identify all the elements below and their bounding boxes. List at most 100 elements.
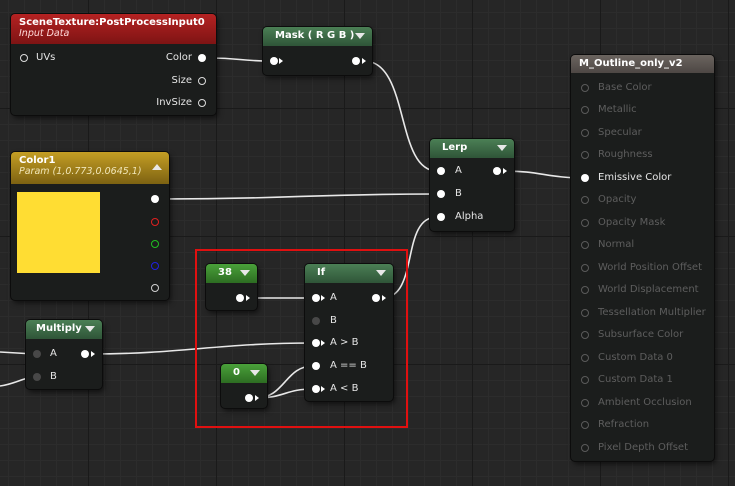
- scene-texture-invsize-pin[interactable]: [198, 99, 206, 107]
- scene-texture-uvs-label: UVs: [36, 52, 56, 63]
- material-label-refraction: Refraction: [598, 419, 650, 430]
- material-label-pixel-depth-offset: Pixel Depth Offset: [598, 442, 688, 453]
- multiply-header[interactable]: Multiply: [26, 320, 102, 339]
- material-pin-ambient-occlusion[interactable]: [581, 399, 589, 407]
- scene-texture-size-pin[interactable]: [198, 77, 206, 85]
- scene-texture-color-pin[interactable]: [198, 54, 206, 62]
- material-label-tessellation-multiplier: Tessellation Multiplier: [598, 307, 706, 318]
- lerp-b-pin[interactable]: [437, 190, 445, 198]
- color1-b-pin[interactable]: [151, 262, 159, 270]
- material-pin-roughness[interactable]: [581, 151, 589, 159]
- material-pin-metallic[interactable]: [581, 106, 589, 114]
- lerp-alpha-pin[interactable]: [437, 213, 445, 221]
- color1-a-pin[interactable]: [151, 284, 159, 292]
- scene-texture-size-label: Size: [171, 75, 192, 86]
- multiply-output-pin[interactable]: [81, 350, 89, 358]
- multiply-collapse-icon[interactable]: [85, 326, 95, 332]
- material-pin-emissive-color[interactable]: [581, 174, 589, 182]
- material-pin-base-color[interactable]: [581, 84, 589, 92]
- material-pin-specular[interactable]: [581, 129, 589, 137]
- if-agtb-label: A > B: [330, 337, 359, 348]
- material-label-world-position-offset: World Position Offset: [598, 262, 702, 273]
- multiply-a-label: A: [50, 348, 57, 359]
- if-node[interactable]: If A B A > B A == B A < B: [305, 264, 393, 401]
- material-pin-custom-data-0[interactable]: [581, 354, 589, 362]
- material-pin-normal[interactable]: [581, 241, 589, 249]
- material-pin-custom-data-1[interactable]: [581, 376, 589, 384]
- material-pin-tessellation-multiplier[interactable]: [581, 309, 589, 317]
- mask-header[interactable]: Mask ( R G B ): [263, 27, 372, 46]
- wire-mask-to-lerp-a: [363, 60, 438, 172]
- mask-title: Mask ( R G B ): [275, 30, 355, 41]
- color1-r-pin[interactable]: [151, 218, 159, 226]
- constant-38-node[interactable]: 38: [206, 264, 257, 310]
- lerp-output-pin[interactable]: [493, 167, 501, 175]
- color1-collapse-icon[interactable]: [152, 164, 162, 170]
- constant-38-output-pin[interactable]: [236, 294, 244, 302]
- scene-texture-subtitle: Input Data: [19, 28, 70, 39]
- multiply-a-pin[interactable]: [33, 350, 41, 358]
- if-b-label: B: [330, 315, 337, 326]
- color1-rgb-pin[interactable]: [151, 195, 159, 203]
- mask-output-arrow-icon: [362, 58, 366, 64]
- mask-collapse-icon[interactable]: [355, 33, 365, 39]
- constant-0-output-pin[interactable]: [245, 394, 253, 402]
- mask-node[interactable]: Mask ( R G B ): [263, 27, 372, 75]
- constant-38-value: 38: [218, 267, 232, 278]
- selection-outline: [195, 249, 408, 428]
- material-pin-world-displacement[interactable]: [581, 286, 589, 294]
- if-output-pin[interactable]: [372, 294, 380, 302]
- scene-texture-uvs-pin[interactable]: [20, 54, 28, 62]
- material-label-opacity: Opacity: [598, 194, 637, 205]
- material-pin-world-position-offset[interactable]: [581, 264, 589, 272]
- constant-0-collapse-icon[interactable]: [250, 370, 260, 376]
- constant-38-collapse-icon[interactable]: [240, 270, 250, 276]
- color1-swatch[interactable]: [17, 192, 100, 273]
- material-pin-opacity[interactable]: [581, 196, 589, 204]
- multiply-b-pin[interactable]: [33, 373, 41, 381]
- lerp-a-label: A: [455, 165, 462, 176]
- color1-node[interactable]: Color1 Param (1,0.773,0.0645,1): [11, 152, 169, 300]
- material-pin-opacity-mask[interactable]: [581, 219, 589, 227]
- lerp-title: Lerp: [442, 142, 468, 153]
- multiply-node[interactable]: Multiply A B: [26, 320, 102, 389]
- if-altb-pin[interactable]: [312, 385, 320, 393]
- color1-header[interactable]: Color1 Param (1,0.773,0.0645,1): [11, 152, 169, 184]
- material-label-world-displacement: World Displacement: [598, 284, 699, 295]
- material-pin-pixel-depth-offset[interactable]: [581, 444, 589, 452]
- color1-title: Color1: [19, 155, 56, 166]
- mask-output-pin[interactable]: [352, 57, 360, 65]
- if-b-pin[interactable]: [312, 317, 320, 325]
- material-result-node[interactable]: M_Outline_only_v2 Base Color Metallic Sp…: [571, 55, 714, 461]
- material-title: M_Outline_only_v2: [579, 58, 683, 69]
- material-label-custom-data-1: Custom Data 1: [598, 374, 673, 385]
- lerp-node[interactable]: Lerp A B Alpha: [430, 139, 514, 231]
- constant-0-value: 0: [233, 367, 240, 378]
- if-header[interactable]: If: [305, 264, 393, 283]
- lerp-header[interactable]: Lerp: [430, 139, 514, 158]
- material-label-subsurface-color: Subsurface Color: [598, 329, 684, 340]
- lerp-collapse-icon[interactable]: [497, 145, 507, 151]
- material-label-base-color: Base Color: [598, 82, 652, 93]
- material-header[interactable]: M_Outline_only_v2: [571, 55, 714, 73]
- scene-texture-color-label: Color: [165, 52, 192, 63]
- if-collapse-icon[interactable]: [376, 270, 386, 276]
- if-agtb-pin[interactable]: [312, 339, 320, 347]
- material-label-metallic: Metallic: [598, 104, 637, 115]
- if-a-pin[interactable]: [312, 294, 320, 302]
- material-label-opacity-mask: Opacity Mask: [598, 217, 666, 228]
- scene-texture-node[interactable]: SceneTexture:PostProcessInput0 Input Dat…: [11, 14, 216, 115]
- scene-texture-title: SceneTexture:PostProcessInput0: [19, 17, 205, 28]
- material-pin-subsurface-color[interactable]: [581, 331, 589, 339]
- if-altb-label: A < B: [330, 383, 359, 394]
- color1-g-pin[interactable]: [151, 240, 159, 248]
- scene-texture-header[interactable]: SceneTexture:PostProcessInput0 Input Dat…: [11, 14, 216, 44]
- constant-38-header[interactable]: 38: [206, 264, 257, 283]
- if-aeqb-pin[interactable]: [312, 362, 320, 370]
- constant-0-header[interactable]: 0: [221, 364, 267, 383]
- if-aeqb-label: A == B: [330, 360, 367, 371]
- wire-color1-to-lerp-b: [159, 193, 438, 200]
- material-pin-refraction[interactable]: [581, 421, 589, 429]
- lerp-a-pin[interactable]: [437, 167, 445, 175]
- mask-input-pin[interactable]: [270, 57, 278, 65]
